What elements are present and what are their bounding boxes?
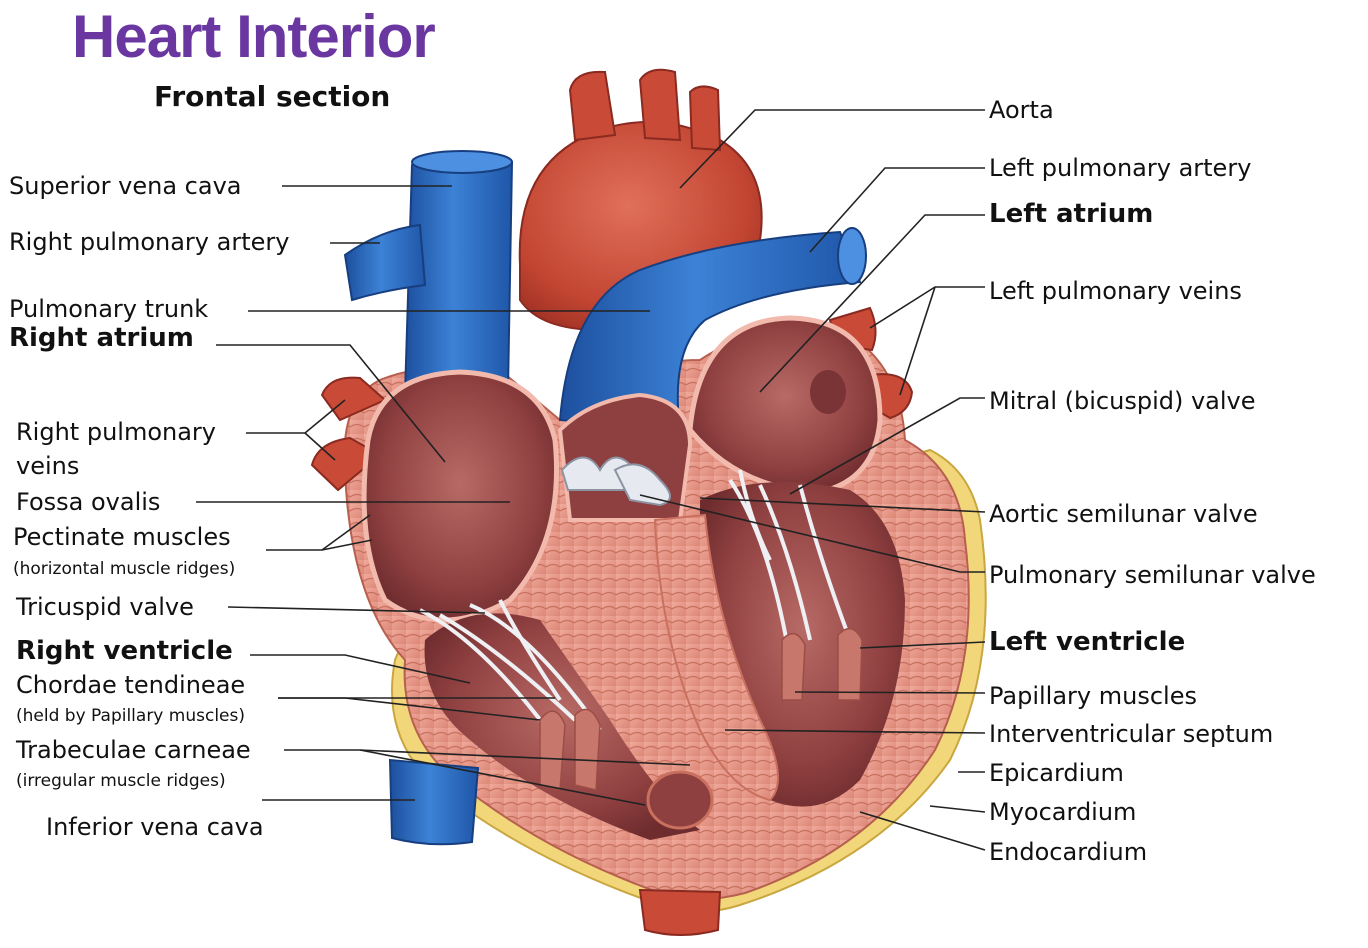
- label-trabeculae-carneae: Trabeculae carneae: [16, 736, 251, 764]
- label-endocardium: Endocardium: [989, 838, 1148, 866]
- label-mitral-valve: Mitral (bicuspid) valve: [989, 387, 1256, 415]
- label-right-pulmonary-veins-line2: veins: [16, 452, 80, 480]
- label-pectinate-muscles: Pectinate muscles: [13, 523, 231, 551]
- label-interventricular-septum: Interventricular septum: [989, 720, 1274, 748]
- label-tricuspid-valve: Tricuspid valve: [16, 593, 194, 621]
- label-pulmonary-trunk: Pulmonary trunk: [9, 295, 209, 323]
- label-right-pulmonary-veins: Right pulmonary veins: [16, 418, 216, 480]
- inferior-vena-cava: [388, 758, 480, 846]
- label-right-pulmonary-veins-line1: Right pulmonary: [16, 418, 216, 446]
- label-right-pulmonary-artery: Right pulmonary artery: [9, 228, 290, 256]
- label-pulmonary-semilunar-valve: Pulmonary semilunar valve: [989, 561, 1316, 589]
- label-right-ventricle: Right ventricle: [16, 636, 233, 666]
- label-aorta: Aorta: [989, 96, 1054, 124]
- diagram-title: Heart Interior: [72, 3, 436, 70]
- label-left-pulmonary-veins: Left pulmonary veins: [989, 277, 1242, 305]
- label-right-atrium: Right atrium: [9, 323, 194, 353]
- label-left-ventricle: Left ventricle: [989, 627, 1186, 657]
- label-trabeculae-carneae-note: (irregular muscle ridges): [16, 771, 226, 791]
- label-aortic-semilunar-valve: Aortic semilunar valve: [989, 500, 1258, 528]
- label-myocardium: Myocardium: [989, 798, 1137, 826]
- diagram-subtitle: Frontal section: [154, 80, 391, 113]
- label-superior-vena-cava: Superior vena cava: [9, 172, 242, 200]
- chordae-right: [419, 599, 602, 732]
- label-papillary-muscles: Papillary muscles: [989, 682, 1197, 710]
- label-chordae-tendineae-note: (held by Papillary muscles): [16, 706, 245, 726]
- pulmonary-trunk: [558, 230, 862, 432]
- label-epicardium: Epicardium: [989, 759, 1124, 787]
- label-inferior-vena-cava: Inferior vena cava: [46, 813, 264, 841]
- label-chordae-tendineae: Chordae tendineae: [16, 671, 246, 699]
- interventricular-septum: [653, 513, 779, 802]
- label-left-pulmonary-artery: Left pulmonary artery: [989, 154, 1252, 182]
- right-atrium-chamber: [361, 369, 560, 623]
- papillary-muscles: [539, 627, 863, 791]
- label-pectinate-muscles-note: (horizontal muscle ridges): [13, 559, 236, 579]
- label-fossa-ovalis: Fossa ovalis: [16, 488, 161, 516]
- label-left-atrium: Left atrium: [989, 199, 1154, 229]
- leader-lines: [196, 109, 986, 851]
